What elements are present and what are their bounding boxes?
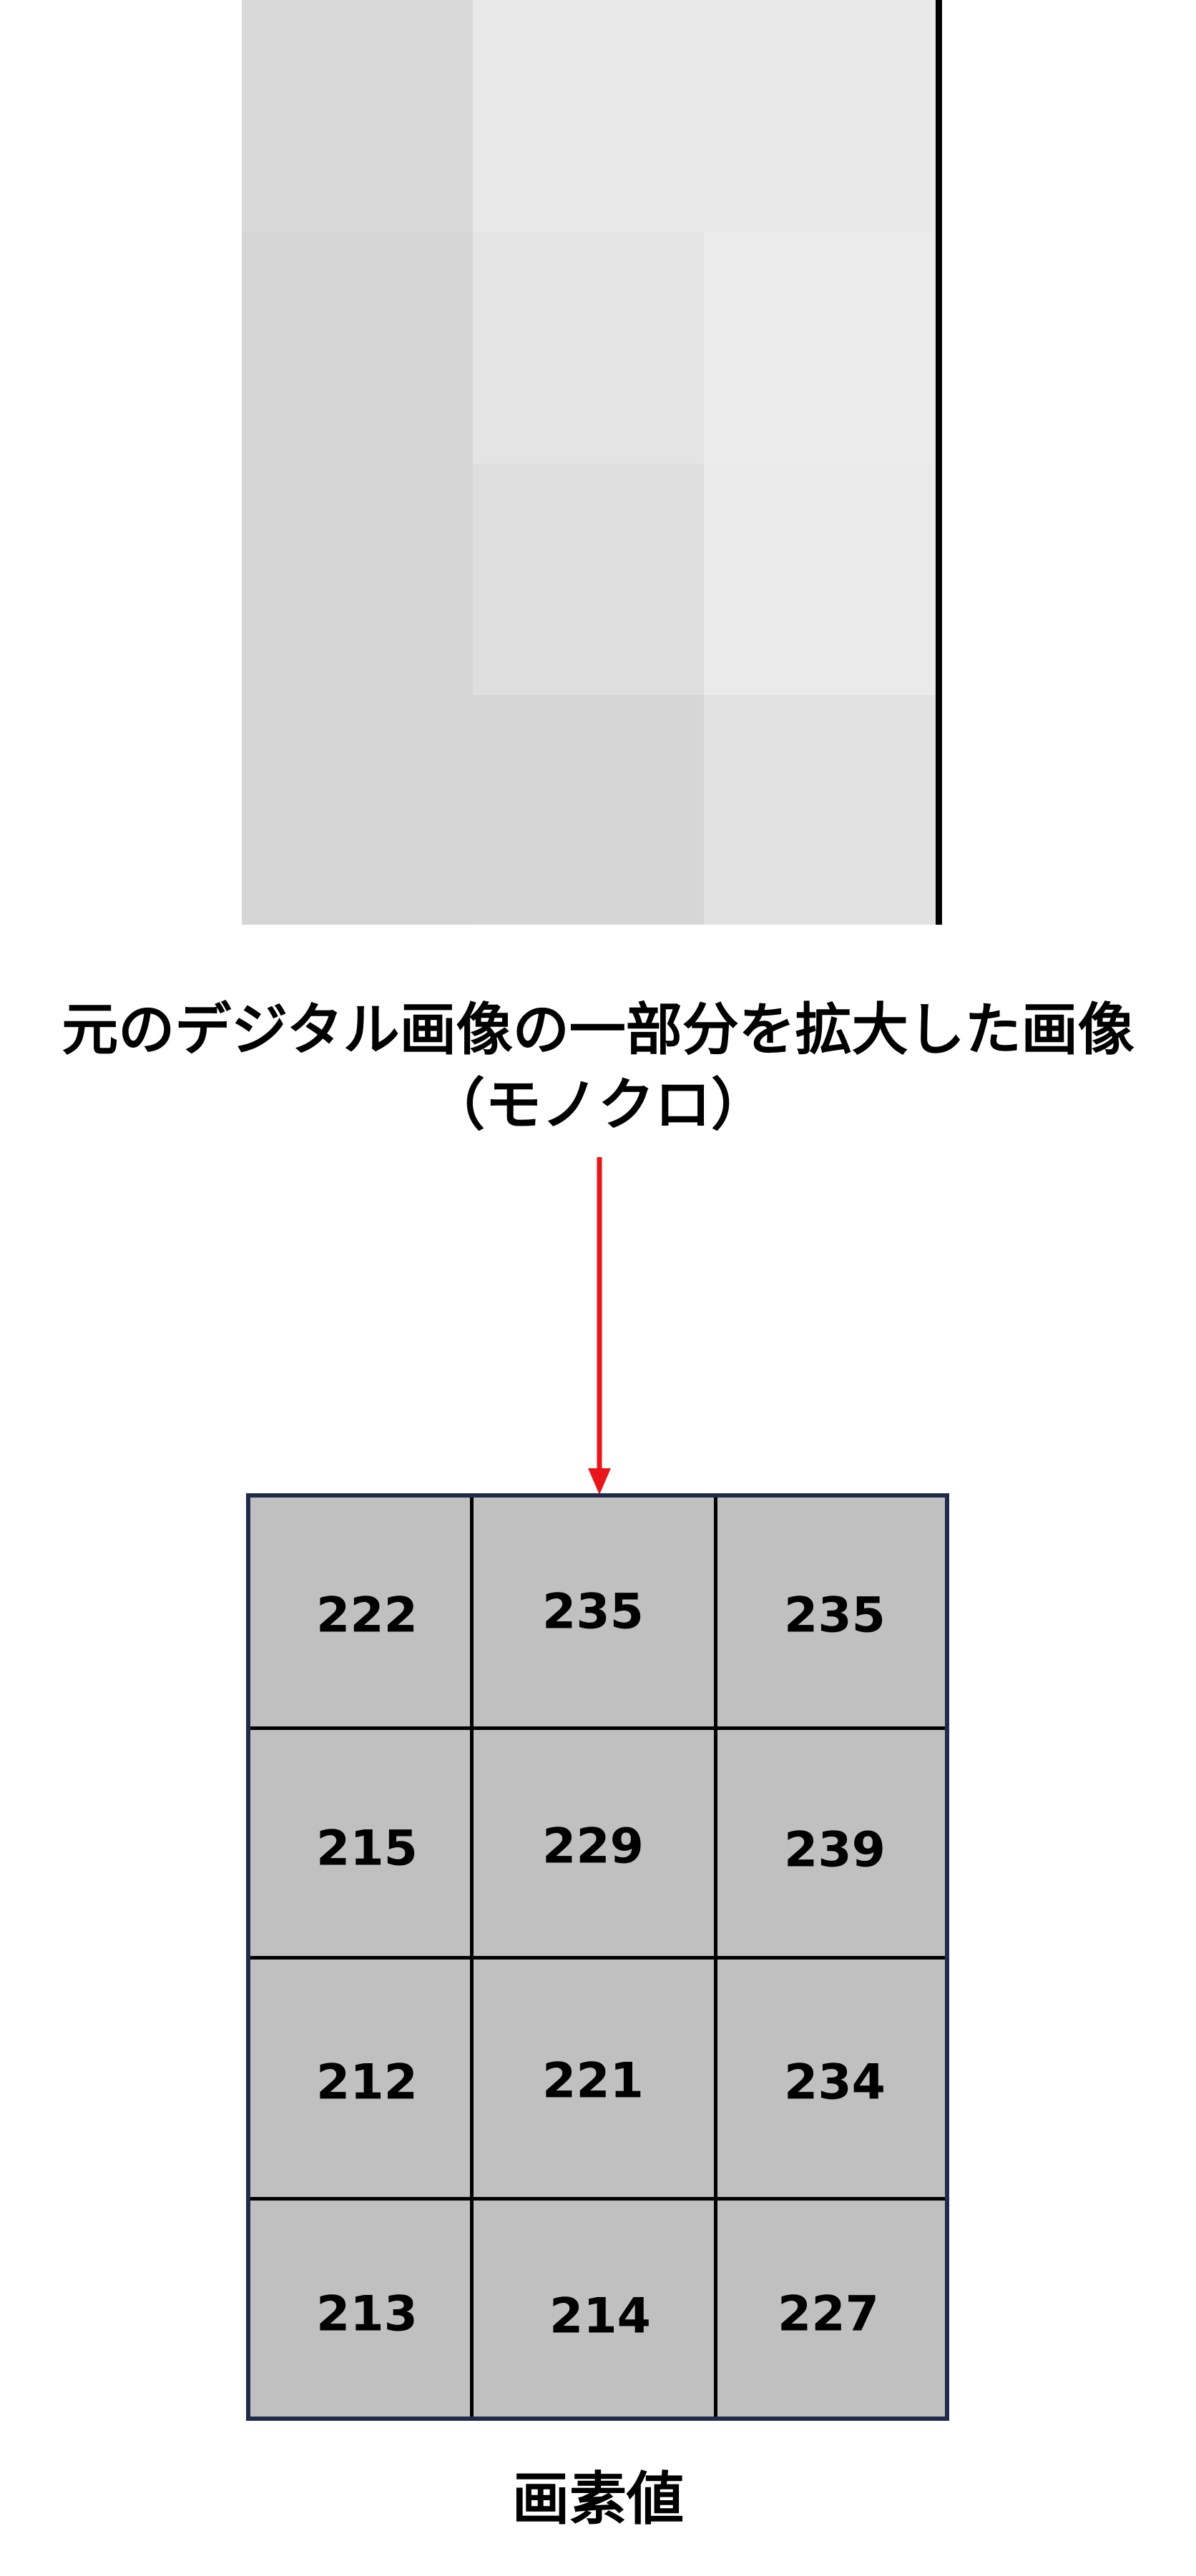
pixel-value-r2-c1: 221 (542, 2053, 644, 2110)
pixel-r0-c1 (473, 0, 704, 232)
pixel-r0-c2 (704, 0, 936, 232)
caption-subtitle: （モノクロ） (428, 1072, 768, 1138)
pixel-r2-c0 (242, 463, 473, 695)
caption-title: 元のデジタル画像の一部分を拡大した画像 (62, 997, 1134, 1063)
pixel-value-r2-c0: 212 (316, 2054, 418, 2111)
pixel-value-r3-c1: 214 (549, 2288, 651, 2345)
pixel-r1-c1 (473, 232, 704, 463)
image-right-border-line (936, 0, 942, 925)
arrow-head (588, 1468, 611, 1495)
pixel-value-r3-c2: 227 (778, 2286, 879, 2343)
pixel-value-r0-c0: 222 (316, 1587, 418, 1644)
pixel-r3-c2 (704, 695, 936, 925)
pixel-value-r0-c1: 235 (542, 1583, 644, 1641)
enlarged-pixel-image (242, 0, 946, 925)
pixel-value-grid: 222 235 235 215 229 239 212 221 234 213 … (246, 1493, 949, 2421)
pixel-r1-c2 (704, 232, 936, 463)
pixel-value-r1-c1: 229 (542, 1818, 644, 1875)
pixel-r2-c2 (704, 463, 936, 695)
pixel-value-r0-c2: 235 (784, 1587, 886, 1644)
pixel-r1-c0 (242, 232, 473, 463)
grid-divider-horizontal-1 (250, 1726, 945, 1730)
pixel-value-r3-c0: 213 (316, 2286, 418, 2343)
pixel-value-label: 画素値 (512, 2466, 684, 2532)
pixel-r3-c1 (473, 695, 704, 925)
pixel-r2-c1 (473, 463, 704, 695)
pixel-value-r1-c0: 215 (316, 1820, 418, 1877)
pixel-value-r1-c2: 239 (784, 1822, 886, 1879)
grid-divider-horizontal-3 (250, 2197, 945, 2201)
grid-divider-horizontal-2 (250, 1956, 945, 1960)
pixel-r0-c0 (242, 0, 473, 232)
pixel-value-r2-c2: 234 (784, 2054, 886, 2111)
pixel-r3-c0 (242, 695, 473, 925)
